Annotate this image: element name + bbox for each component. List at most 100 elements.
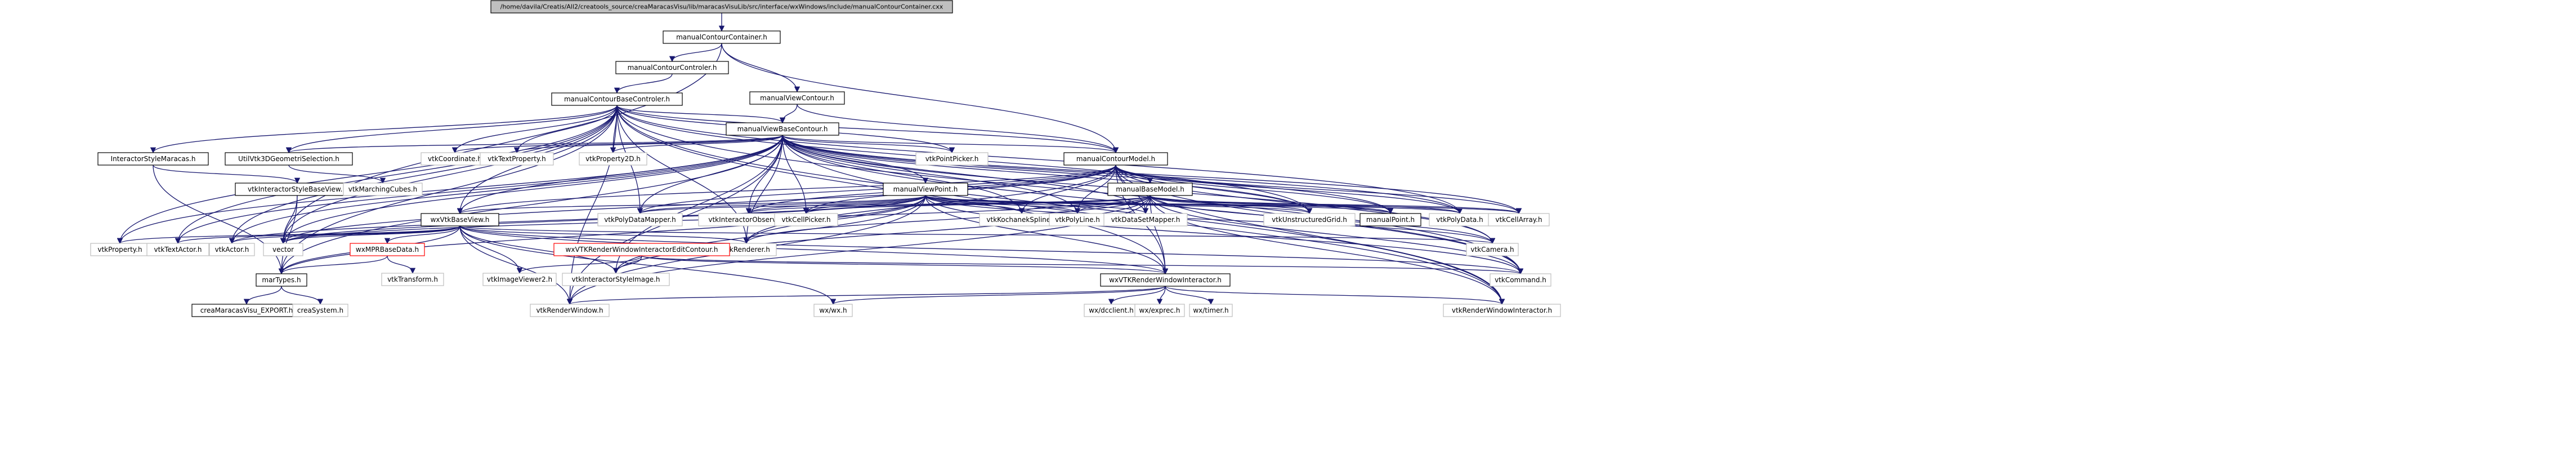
include-edge bbox=[925, 195, 1081, 215]
include-edge bbox=[797, 104, 1119, 154]
node-box bbox=[1107, 183, 1193, 196]
node-manualbasemodel[interactable]: manualBaseModel.h bbox=[1107, 183, 1193, 196]
node-label: vtkUnstructuredGrid.h bbox=[1272, 216, 1347, 224]
node-label: vtkCellArray.h bbox=[1495, 216, 1542, 224]
node-box bbox=[146, 243, 209, 256]
node-box bbox=[551, 92, 683, 106]
include-edge bbox=[457, 195, 926, 215]
node-vtkdatasetmapper: vtkDataSetMapper.h bbox=[1103, 213, 1188, 226]
include-edge bbox=[243, 286, 282, 305]
node-label: vtkProperty2D.h bbox=[585, 155, 641, 163]
node-wxvtkrenderwindowinteractoreditcontour[interactable]: wxVTKRenderWindowInteractorEditContour.h bbox=[553, 243, 730, 256]
node-vtkrenderer: vtkRenderer.h bbox=[716, 243, 777, 256]
node-box bbox=[292, 304, 348, 317]
node-label: marTypes.h bbox=[262, 276, 301, 284]
include-edge bbox=[280, 43, 722, 244]
node-vtktransform: vtkTransform.h bbox=[381, 273, 444, 286]
include-edge bbox=[286, 135, 783, 154]
include-edge bbox=[280, 105, 618, 244]
include-edge bbox=[457, 164, 1116, 215]
include-edge bbox=[459, 225, 1168, 275]
node-box bbox=[225, 152, 353, 166]
node-vtkproperty: vtkProperty.h bbox=[90, 243, 150, 256]
include-edge bbox=[566, 105, 618, 305]
include-edge bbox=[782, 135, 1313, 215]
include-edge bbox=[782, 135, 1025, 215]
node-root[interactable]: /home/davila/Creatis/All2/creatools_sour… bbox=[490, 0, 953, 14]
include-edge bbox=[514, 135, 783, 154]
node-label: vtkRenderer.h bbox=[723, 246, 770, 254]
include-edge bbox=[1165, 286, 1505, 305]
node-martypes[interactable]: marTypes.h bbox=[256, 273, 307, 287]
include-edge bbox=[459, 225, 1523, 275]
include-edge bbox=[1108, 286, 1166, 305]
node-creasystem: creaSystem.h bbox=[292, 304, 348, 317]
node-vtktextactor: vtkTextActor.h bbox=[146, 243, 209, 256]
file-nodes: /home/davila/Creatis/All2/creatools_sour… bbox=[90, 0, 1561, 317]
node-box bbox=[749, 91, 845, 105]
include-edge bbox=[229, 225, 460, 244]
node-label: UtilVtk3DGeometriSelection.h bbox=[238, 155, 339, 163]
include-edge bbox=[616, 105, 786, 124]
node-manualcontourcontainer[interactable]: manualContourContainer.h bbox=[663, 30, 781, 44]
node-vtkinteractorstylebaseview[interactable]: vtkInteractorStyleBaseView.h bbox=[235, 183, 360, 196]
node-label: vtkImageViewer2.h bbox=[487, 275, 552, 283]
include-edge bbox=[641, 255, 1523, 275]
include-edge bbox=[278, 255, 388, 275]
node-manualviewcontour[interactable]: manualViewContour.h bbox=[749, 91, 845, 105]
include-edge bbox=[1150, 195, 1524, 275]
node-manualcontourbasecontroler[interactable]: manualContourBaseControler.h bbox=[551, 92, 683, 106]
node-wxmprbasedata[interactable]: wxMPRBaseData.h bbox=[350, 243, 425, 256]
include-edge bbox=[1115, 164, 1394, 215]
node-wxvtkbaseview[interactable]: wxVtkBaseView.h bbox=[421, 213, 499, 226]
node-label: InteractorStyleMaracas.h bbox=[111, 155, 196, 163]
include-edge bbox=[175, 105, 618, 244]
include-edge bbox=[782, 135, 1463, 215]
node-label: vtkCellPicker.h bbox=[781, 216, 830, 224]
include-edge bbox=[637, 195, 926, 215]
include-edge bbox=[280, 135, 783, 244]
include-edge bbox=[669, 43, 722, 63]
node-box bbox=[263, 243, 303, 256]
node-manualcontourmodel[interactable]: manualContourModel.h bbox=[1063, 152, 1168, 166]
include-edge bbox=[830, 286, 1166, 305]
include-edge bbox=[153, 164, 301, 184]
include-edge bbox=[459, 225, 619, 274]
include-edge bbox=[782, 135, 1119, 154]
node-label: vtkInteractorStyleBaseView.h bbox=[248, 185, 347, 193]
include-edge bbox=[1150, 195, 1313, 215]
node-box bbox=[663, 30, 781, 44]
node-manualcontourcontroler[interactable]: manualContourControler.h bbox=[615, 61, 729, 74]
include-edge bbox=[925, 195, 1169, 275]
node-box bbox=[97, 152, 209, 166]
node-wxvtkrenderwindowinteractor[interactable]: wxVTKRenderWindowInteractor.h bbox=[1100, 273, 1231, 287]
include-edge bbox=[451, 105, 618, 154]
node-label: vtkDataSetMapper.h bbox=[1111, 216, 1180, 224]
include-edge bbox=[745, 195, 926, 215]
node-label: vtkCamera.h bbox=[1470, 246, 1514, 254]
node-interactorstylemaracas[interactable]: InteractorStyleMaracas.h bbox=[97, 152, 209, 166]
node-creamaracasvisu-export[interactable]: creaMaracasVisu_EXPORT.h bbox=[191, 304, 302, 317]
node-vtkcommand: vtkCommand.h bbox=[1490, 273, 1551, 287]
include-edge bbox=[280, 225, 460, 244]
include-edge bbox=[459, 225, 749, 244]
include-edge bbox=[782, 135, 810, 215]
node-vtkunstructuredgrid: vtkUnstructuredGrid.h bbox=[1263, 213, 1356, 226]
node-vtkpolydatamapper: vtkPolyDataMapper.h bbox=[597, 213, 683, 226]
node-utilvtk3dgeometriselection[interactable]: UtilVtk3DGeometriSelection.h bbox=[225, 152, 353, 166]
node-label: vtkPolyDataMapper.h bbox=[604, 216, 676, 224]
node-manualviewbasecontour[interactable]: manualViewBaseContour.h bbox=[726, 122, 839, 136]
include-edge bbox=[1150, 195, 1169, 275]
include-edge bbox=[117, 105, 618, 244]
include-edge bbox=[803, 195, 1151, 215]
node-label: creaSystem.h bbox=[297, 306, 343, 314]
node-label: vtkPolyLine.h bbox=[1055, 216, 1100, 224]
node-manualpoint[interactable]: manualPoint.h bbox=[1359, 213, 1421, 226]
node-box bbox=[480, 152, 554, 166]
node-box bbox=[553, 243, 730, 256]
include-edge bbox=[782, 135, 929, 184]
node-label: manualContourModel.h bbox=[1076, 155, 1155, 163]
include-edge bbox=[117, 135, 783, 244]
node-manualviewpoint[interactable]: manualViewPoint.h bbox=[883, 183, 968, 196]
node-box bbox=[813, 304, 853, 317]
